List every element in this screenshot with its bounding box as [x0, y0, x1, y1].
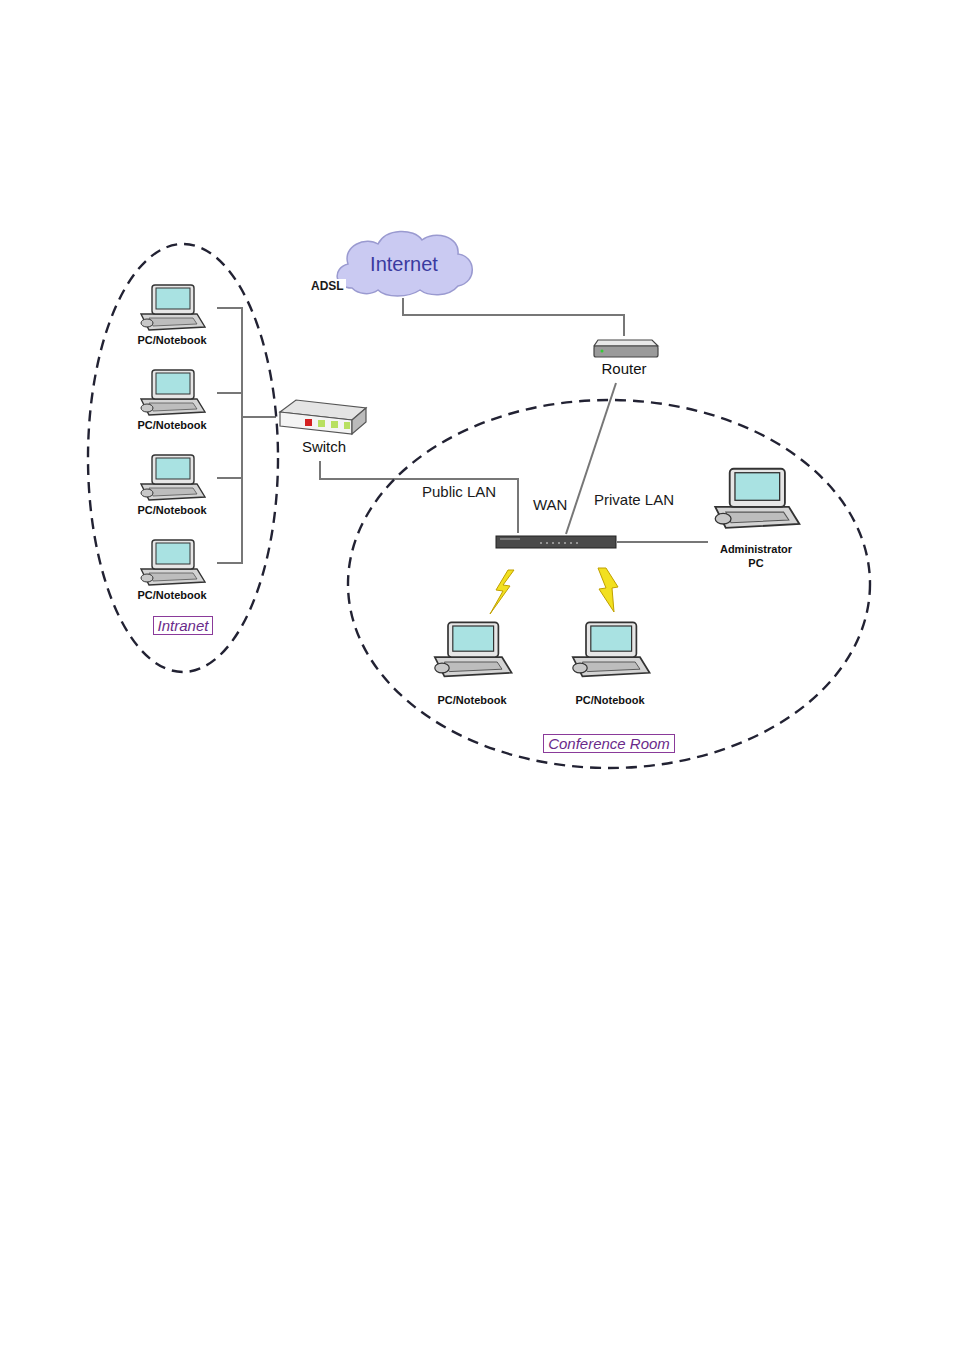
- network-cable: [217, 393, 276, 417]
- network-cable: [217, 417, 276, 563]
- link-label: Public LAN: [420, 483, 498, 500]
- device-label: Administrator PC: [711, 543, 801, 571]
- router-icon: [594, 340, 658, 357]
- laptop-icon: [715, 469, 799, 528]
- wireless-bolt: [490, 570, 514, 614]
- device-label: Switch: [302, 438, 346, 457]
- cloud-outline: [337, 231, 472, 296]
- dashed-ellipse-outline: [88, 244, 278, 672]
- laptop-icon: [141, 540, 205, 585]
- dashed-ellipse-outline: [348, 400, 870, 768]
- region-label: Conference Room: [543, 734, 675, 753]
- pc-node: PC/Notebook: [127, 368, 217, 436]
- pc-node: PC/Notebook: [422, 620, 522, 712]
- gateway-device: [496, 536, 616, 548]
- switch-node: Switch: [276, 397, 372, 460]
- admin-pc-node: Administrator PC: [704, 466, 808, 571]
- cloud-label: Internet: [370, 253, 438, 276]
- laptop-icon: [435, 622, 512, 676]
- device-label: Router: [601, 360, 646, 379]
- conference-room-region: Conference Room Administrator PC PC/Notebo…: [346, 398, 872, 770]
- laptop-icon: [141, 370, 205, 415]
- public-lan-wire: [320, 461, 518, 533]
- dashed-ellipse: [346, 398, 872, 770]
- network-cable: [403, 298, 624, 336]
- wireless-bolt: [598, 568, 618, 612]
- pc-node: PC/Notebook: [560, 620, 660, 712]
- device-label: PC/Notebook: [137, 589, 206, 603]
- device-label: PC/Notebook: [437, 694, 506, 708]
- dashed-ellipse: [86, 242, 280, 674]
- private-lan-wire: [617, 541, 708, 543]
- region-label: Intranet: [153, 616, 214, 635]
- switch-icon: [280, 400, 366, 434]
- laptop-icon: [141, 285, 205, 330]
- device-label: PC/Notebook: [137, 334, 206, 348]
- wan-wire: [566, 383, 616, 534]
- device-label: PC/Notebook: [137, 419, 206, 433]
- device-label: PC/Notebook: [137, 504, 206, 518]
- router-node: Router: [588, 336, 660, 382]
- internet-cloud: Internet: [330, 226, 478, 298]
- network-cable: [217, 417, 276, 478]
- laptop-icon: [573, 622, 650, 676]
- device-label: PC/Notebook: [575, 694, 644, 708]
- intranet-region: IntranetPC/NotebookPC/NotebookPC/Noteboo…: [86, 242, 280, 674]
- link-label: ADSL: [309, 279, 346, 293]
- pc-node: PC/Notebook: [127, 538, 217, 606]
- link-label: WAN: [531, 496, 569, 513]
- laptop-icon: [141, 455, 205, 500]
- pc-node: PC/Notebook: [127, 283, 217, 351]
- link-label: Private LAN: [592, 491, 676, 508]
- pc-node: PC/Notebook: [127, 453, 217, 521]
